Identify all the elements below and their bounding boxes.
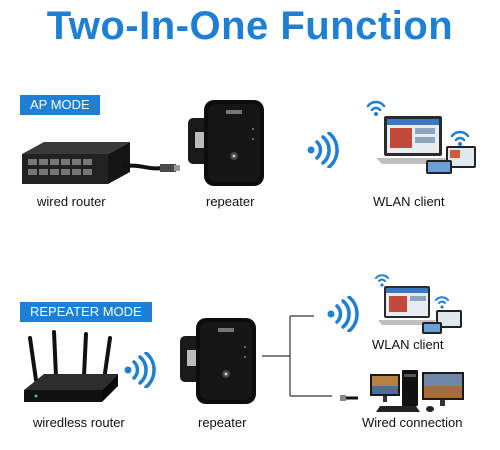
- wlan-client-devices: [362, 270, 466, 340]
- page-title: Two-In-One Function: [46, 4, 454, 48]
- wlan-client-label-rm: WLAN client: [372, 337, 444, 352]
- repeater-label-rm: repeater: [198, 415, 247, 430]
- repeater-label-ap: repeater: [206, 194, 255, 209]
- repeater-mode-badge: REPEATER MODE: [20, 302, 152, 322]
- wlan-client-devices: [348, 94, 480, 190]
- wired-router-label: wired router: [37, 194, 106, 209]
- wifi-signal-icon: [122, 352, 156, 388]
- wifi-signal-icon: [325, 296, 359, 332]
- wireless-router-label: wiredless router: [33, 415, 125, 430]
- connection-lines: [262, 312, 332, 402]
- wired-connection-label: Wired connection: [362, 415, 463, 430]
- ap-mode-badge: AP MODE: [20, 95, 100, 115]
- wlan-client-label-ap: WLAN client: [373, 194, 445, 209]
- repeater-icon: [180, 316, 260, 406]
- wifi-signal-icon: [305, 132, 339, 168]
- desktop-icon: [340, 368, 480, 414]
- repeater-icon: [188, 98, 268, 188]
- router-icon: [22, 140, 182, 188]
- wireless-router-icon: [22, 330, 122, 412]
